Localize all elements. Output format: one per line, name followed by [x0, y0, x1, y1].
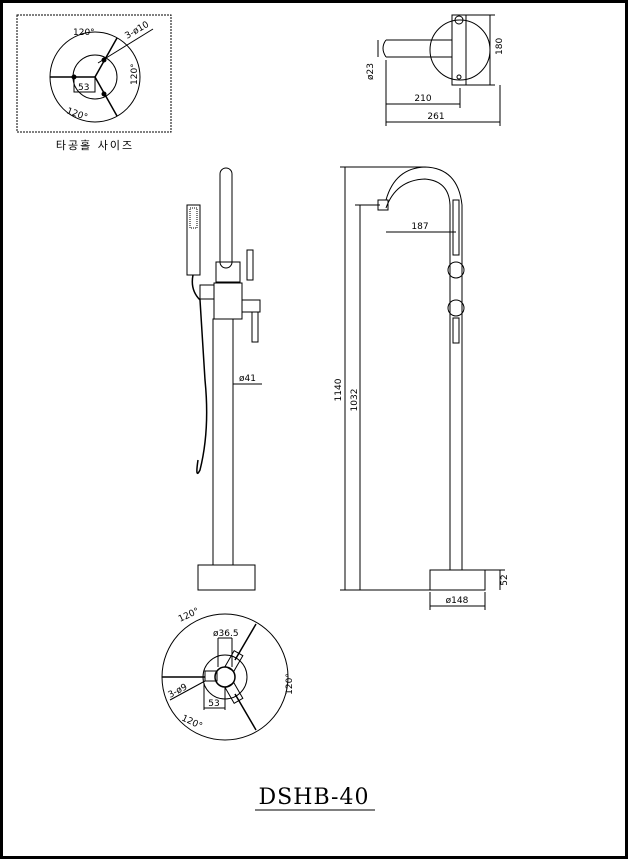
dim-base-dia: ø148	[446, 596, 469, 606]
dim-spout-height: 1032	[350, 389, 360, 412]
dim-pipe-dia: ø41	[239, 374, 256, 384]
side-view: 1140 1032 187 52 ø148	[334, 166, 510, 610]
spout-wall-detail: 180 ø23 210 261	[366, 14, 505, 126]
base-angle-top: 120°	[177, 606, 201, 624]
dim-spout-reach: 187	[411, 222, 428, 232]
dim-plate-height: 180	[495, 38, 505, 55]
base-angle-right: 120°	[285, 673, 295, 695]
dim-total-depth: 261	[427, 112, 444, 122]
hole-angle-top: 120°	[73, 28, 95, 38]
front-view: ø41	[186, 167, 262, 591]
hole-size-label: 타공홀 사이즈	[56, 139, 134, 152]
hole-angle-right: 120°	[130, 63, 140, 85]
base-offset: 53	[208, 699, 219, 709]
base-plan-view: 120° ø36.5 120° 3-ø9 53 120°	[161, 606, 295, 741]
dim-reach: 210	[414, 94, 431, 104]
dim-spout-dia: ø23	[366, 63, 376, 80]
base-collar-dia: ø36.5	[213, 629, 239, 639]
dim-base-height: 52	[500, 574, 510, 585]
hole-angle-bottom: 120°	[65, 106, 89, 123]
dim-total-height: 1140	[334, 378, 344, 401]
model-title: DSHB-40	[259, 785, 370, 810]
base-angle-bottom: 120°	[180, 714, 204, 732]
hole-offset: 53	[78, 83, 89, 93]
base-hole-count-dia: 3-ø9	[167, 682, 190, 700]
hole-size-panel: 120° 3-ø10 120° 120° 53	[16, 14, 172, 133]
